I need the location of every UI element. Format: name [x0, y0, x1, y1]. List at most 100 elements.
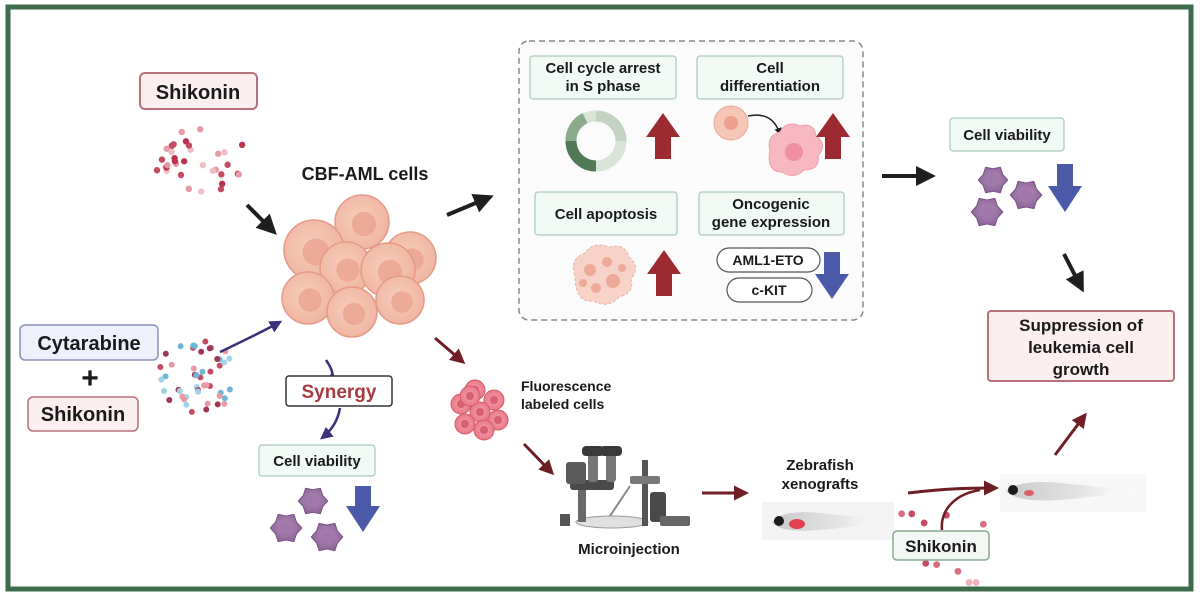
arrow-shikonin-to-treated [940, 488, 981, 531]
apoptotic-cell-icon [572, 244, 636, 305]
molecule-dot [185, 185, 193, 193]
molecule-dot [214, 401, 221, 408]
fluorescent-cell-nucleus [490, 396, 498, 404]
molecule-dot [198, 348, 205, 355]
arrow-viability-to-outcome [1062, 253, 1084, 293]
arrow-fluorescence-to-microscope [522, 442, 555, 476]
molecule-dot [188, 408, 195, 415]
molecule-dot [171, 157, 179, 165]
outcome-box[interactable] [987, 310, 1175, 382]
fluorescence-line1: Fluorescence [521, 378, 611, 394]
molecule-dot [162, 350, 169, 357]
molecule-dot [217, 185, 225, 193]
molecule-dot [160, 387, 167, 394]
cbf-aml-label: CBF-AML cells [302, 164, 429, 184]
outer-border [5, 4, 1194, 592]
molecule-dot [201, 382, 208, 389]
shikonin-top-group: Shikonin [139, 72, 258, 195]
molecule-dot [206, 345, 213, 352]
molecule-dot [198, 188, 205, 195]
molecule-dot [221, 400, 228, 407]
viability-right-box[interactable] [949, 117, 1065, 152]
apoptotic-body [591, 283, 601, 293]
molecule-dot [203, 406, 210, 413]
synergy-label: Synergy [302, 382, 377, 403]
apoptotic-body [606, 274, 620, 288]
gene-aml1-eto-label: AML1-ETO [732, 252, 803, 268]
arrow-combo-to-cells [219, 320, 283, 354]
viability-left-box[interactable] [258, 444, 376, 477]
molecule-dot [195, 388, 202, 395]
synergy-box[interactable] [285, 375, 393, 407]
down-arrow-oncogenic [815, 252, 849, 299]
dying-cell-nucleus [280, 522, 292, 534]
cell-cycle-box[interactable] [529, 55, 677, 100]
molecule-dot [163, 145, 170, 152]
cytarabine-label: Cytarabine [37, 333, 140, 355]
molecule-dot [190, 342, 197, 349]
cell-cycle-line2: in S phase [565, 78, 640, 95]
apoptosis-label: Cell apoptosis [555, 206, 658, 223]
differentiation-box[interactable] [696, 55, 844, 100]
arrow-zebrafish-to-treated [907, 480, 999, 496]
cbf-aml-cell-cluster [281, 194, 437, 338]
aml-cell-nucleus [351, 211, 377, 237]
outcome-line3: growth [1053, 360, 1110, 379]
molecule-dot [183, 401, 190, 408]
shikonin-molecules-zebrafish [898, 510, 987, 586]
arrow-cells-to-fluorescence [434, 336, 466, 364]
molecule-dot [218, 171, 225, 178]
molecule-dot [979, 520, 987, 528]
molecule-dot [179, 393, 186, 400]
microinjection-label: Microinjection [578, 541, 680, 558]
cell-cycle-line1: Cell cycle arrest [545, 60, 660, 77]
shikonin-zebrafish-label: Shikonin [905, 537, 977, 556]
fluorescent-cell-nucleus [480, 426, 488, 434]
molecule-dot [933, 561, 941, 569]
gene-aml1-eto-pill[interactable] [716, 247, 821, 273]
molecule-dot [177, 343, 184, 350]
molecule-dot [965, 579, 973, 586]
shikonin-top-box[interactable] [139, 72, 258, 110]
zebrafish-line2: xenografts [782, 476, 859, 493]
molecule-dot [199, 161, 207, 169]
molecule-dot [221, 149, 228, 156]
aml-cell-nucleus [342, 302, 366, 326]
cell-cycle-ring-icon [565, 110, 627, 172]
molecule-dot [221, 395, 228, 402]
fluorescent-cell-nucleus [476, 408, 484, 416]
fluorescent-cells-cluster [450, 379, 509, 441]
aml-cell-nucleus [298, 288, 322, 312]
molecule-dot [193, 372, 200, 379]
molecule-dot [166, 397, 173, 404]
microscope-icon [560, 446, 690, 529]
gene-ckit-label: c-KIT [752, 282, 787, 298]
dying-cell-nucleus [1020, 189, 1032, 201]
differentiation-cells-icon [713, 105, 823, 176]
arrow-cells-to-effects [446, 193, 494, 217]
arrow-treated-to-outcome [1053, 412, 1087, 456]
molecule-dot [158, 376, 165, 383]
apoptotic-body [584, 264, 596, 276]
molecule-dot [922, 559, 930, 567]
molecule-dot [190, 365, 197, 372]
molecule-dot [224, 161, 231, 168]
dying-cell-nucleus [981, 206, 993, 218]
shikonin-bottom-box[interactable] [27, 396, 139, 432]
purple-cells-left [269, 487, 344, 552]
molecule-dot [204, 400, 211, 407]
arrow-shikonin-to-cells [245, 203, 277, 235]
down-arrow-right-viability [1048, 164, 1082, 212]
cytarabine-box[interactable] [19, 324, 159, 361]
up-arrow-apoptosis [647, 250, 681, 296]
gene-ckit-pill[interactable] [726, 277, 813, 303]
dying-cell-nucleus [307, 495, 319, 507]
zebrafish-line1: Zebrafish [786, 457, 854, 474]
molecule-dot [153, 167, 161, 174]
molecule-dot [226, 386, 233, 393]
molecule-dot [209, 167, 217, 174]
shikonin-zebrafish-box[interactable] [892, 530, 990, 561]
oncogenic-box[interactable] [698, 191, 845, 236]
apoptosis-box[interactable] [534, 191, 678, 236]
